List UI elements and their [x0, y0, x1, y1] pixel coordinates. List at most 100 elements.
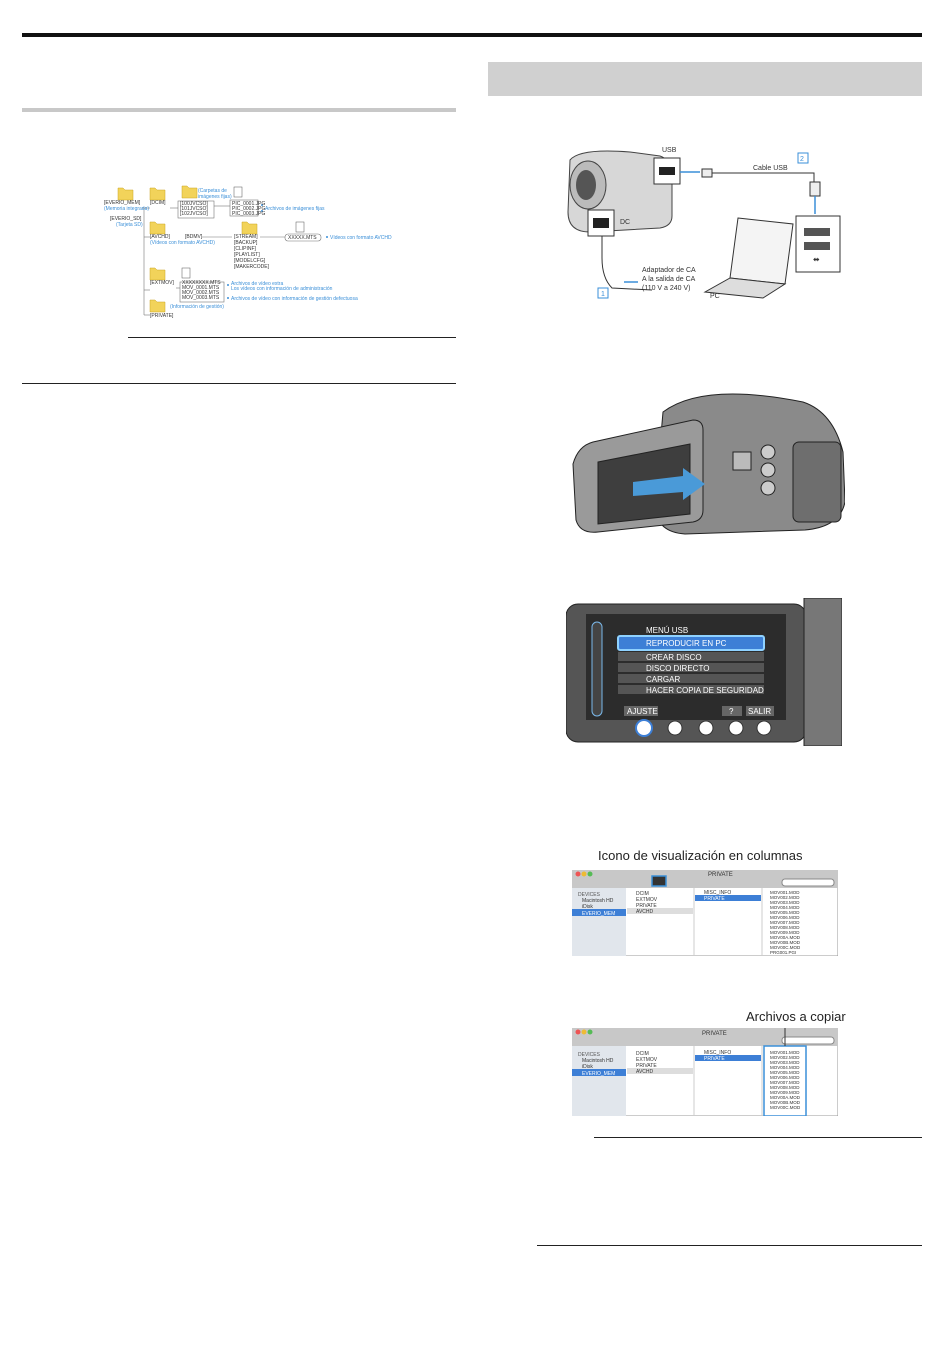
usb-menu-item-1: REPRODUCIR EN PC — [646, 639, 727, 648]
finder-2-file-5: MOV005.MOD — [770, 1070, 800, 1075]
finder-1-col1-2: EXTMOV — [636, 897, 658, 903]
finder-1-file-5: MOV005.MOD — [770, 910, 800, 915]
finder-1-file-3: MOV003.MOD — [770, 900, 800, 905]
avchd-label: [AVCHD] — [150, 234, 170, 240]
bdmv-sub-2: [BACKUP] — [234, 240, 258, 246]
usb-connection-illustration: USB DC Cable USB 2 ⬌ PC Adaptador de CA … — [558, 140, 848, 308]
salir-button: SALIR — [748, 707, 771, 716]
dcim-file-1: PIC_0001.JPG — [232, 201, 266, 207]
note-rule-1 — [128, 337, 456, 338]
finder-1-file-2: MOV002.MOD — [770, 895, 800, 900]
folder-icon-extmov — [149, 267, 166, 281]
step-2-badge: 2 — [800, 156, 804, 163]
avchd-note: (Vídeos con formato AVCHD) — [150, 240, 215, 246]
finder-window-1: PRIVATE DEVICES Macintosh HD iDisk EVERI… — [571, 858, 839, 957]
finder-1-file-8: MOV008.MOD — [770, 925, 800, 930]
finder-2-file-9: MOV009.MOD — [770, 1090, 800, 1095]
avchd-file: XXXXX.MTS — [288, 235, 317, 241]
finder-2-file-4: MOV004.MOD — [770, 1065, 800, 1070]
extmov-note-1: Archivos de vídeo extra — [231, 281, 284, 287]
pc-label: PC — [710, 293, 720, 300]
extmov-file-2: MOV_0001.MTS — [182, 285, 220, 291]
finder-2-sidebar-3: iDisk — [582, 1064, 593, 1070]
open-arrow-icon — [633, 468, 705, 500]
finder-1-file-9: MOV009.MOD — [770, 930, 800, 935]
finder-2-sidebar-1: DEVICES — [578, 1052, 601, 1058]
finder-2-file-6: MOV006.MOD — [770, 1075, 800, 1080]
usb-menu-title: MENÚ USB — [646, 626, 688, 635]
dcim-label: [DCIM] — [150, 200, 166, 206]
finder-2-col1-2: EXTMOV — [636, 1057, 658, 1063]
bdmv-sub-6: [MAKERCODE] — [234, 264, 270, 270]
root-sd-note: (Tarjeta SD) — [116, 222, 143, 228]
camcorder-drawing — [572, 393, 846, 535]
adapter-line-2: A la salida de CA — [642, 276, 696, 283]
help-button: ? — [729, 707, 734, 716]
finder-1-frame: PRIVATE DEVICES Macintosh HD iDisk EVERI… — [571, 858, 839, 957]
connection-drawing: USB DC Cable USB 2 ⬌ PC Adaptador de CA … — [567, 147, 841, 300]
laptop-screen — [729, 217, 794, 285]
finder-1-title: PRIVATE — [708, 872, 733, 878]
finder-2-file-1: MOV001.MOD — [770, 1050, 800, 1055]
finder-2-file-12: MOV00C.MOD — [770, 1105, 801, 1110]
folder-icon-stream — [241, 221, 258, 235]
finder-1-col1-4: AVCHD — [636, 909, 654, 915]
diagram-lines — [117, 185, 328, 316]
extmov-file-4: MOV_0003.MTS — [182, 295, 220, 301]
usb-menu-item-4: CARGAR — [646, 675, 680, 684]
file-icon-mts — [295, 221, 305, 233]
extmov-file-3: MOV_0002.MTS — [182, 290, 220, 296]
finder-2-title: PRIVATE — [702, 1031, 727, 1037]
finder-1-file-10: MOV00A.MOD — [770, 935, 801, 940]
dcim-files-note: Archivos de imágenes fijas — [265, 206, 325, 212]
finder-1-file-13: PRG001.PGI — [770, 950, 796, 955]
left-section-rule — [22, 108, 456, 112]
dc-port-label: DC — [620, 219, 630, 226]
column-view-caption: Icono de visualización en columnas — [598, 848, 803, 863]
finder-2-file-10: MOV00A.MOD — [770, 1095, 801, 1100]
open-lcd-illustration — [563, 382, 846, 547]
extmov-note-1b: Los vídeos con información de administra… — [231, 286, 333, 292]
dcim-note: (Carpetas de imágenes fijas) — [198, 188, 232, 200]
step-1-badge: 1 — [601, 291, 605, 298]
finder-2-col1-4: AVCHD — [636, 1069, 654, 1075]
usb-port-label: USB — [662, 147, 677, 154]
finder-2-file-8: MOV008.MOD — [770, 1085, 800, 1090]
bdmv-sub-1: [STREAM] — [234, 234, 258, 240]
finder-2-sidebar-4: EVERIO_MEM — [582, 1071, 615, 1077]
bdmv-sub-3: [CLIPINF] — [234, 246, 256, 252]
top-rule — [22, 33, 922, 37]
finder-2-file-11: MOV00B.MOD — [770, 1100, 801, 1105]
svg-text:⬌: ⬌ — [813, 255, 820, 264]
folder-icon-100jvcso — [181, 185, 198, 199]
finder-1-sidebar-2: Macintosh HD — [582, 898, 614, 904]
extmov-file-1: XXXXXXXX.MTS — [182, 280, 221, 286]
finder-1-col1-1: DCIM — [636, 891, 649, 897]
finder-1-col2-1: MISC_INFO — [704, 890, 731, 896]
finder-1-file-11: MOV00B.MOD — [770, 940, 801, 945]
finder-1-sidebar-1: DEVICES — [578, 892, 601, 898]
finder-1-col2-2: PRIVATE — [704, 896, 725, 902]
ajuste-button: AJUSTE — [627, 707, 658, 716]
root-sd-label: [EVERIO_SD] — [110, 216, 142, 222]
note-rule-2 — [594, 1137, 922, 1138]
finder-1-file-1: MOV001.MOD — [770, 890, 800, 895]
left-bottom-rule — [22, 383, 456, 384]
finder-1-file-4: MOV004.MOD — [770, 905, 800, 910]
finder-2-file-3: MOV003.MOD — [770, 1060, 800, 1065]
finder-2-col2-1: MISC_INFO — [704, 1050, 731, 1056]
finder-2-sidebar-2: Macintosh HD — [582, 1058, 614, 1064]
finder-1-file-6: MOV006.MOD — [770, 915, 800, 920]
usb-menu-item-3: DISCO DIRECTO — [646, 664, 709, 673]
finder-2-frame: PRIVATE DEVICES Macintosh HD iDisk EVERI… — [571, 1022, 839, 1117]
adapter-line-1: Adaptador de CA — [642, 267, 696, 274]
private-note: (Información de gestión) — [170, 304, 224, 310]
private-label: [PRIVATE] — [150, 313, 174, 319]
file-icon-extmov — [181, 267, 191, 279]
menu-frame: MENÚ USB REPRODUCIR EN PC CREAR DISCO DI… — [565, 597, 843, 747]
bdmv-sub-4: [PLAYLIST] — [234, 252, 260, 258]
finder-1-sidebar-4: EVERIO_MEM — [582, 911, 615, 917]
folder-structure-diagram: [EVERIO_MEM] (Memoria integrada) [EVERIO… — [100, 180, 400, 325]
dcim-file-3: PIC_0003.JPG — [232, 211, 266, 217]
finder-2-col2-2: PRIVATE — [704, 1056, 725, 1062]
